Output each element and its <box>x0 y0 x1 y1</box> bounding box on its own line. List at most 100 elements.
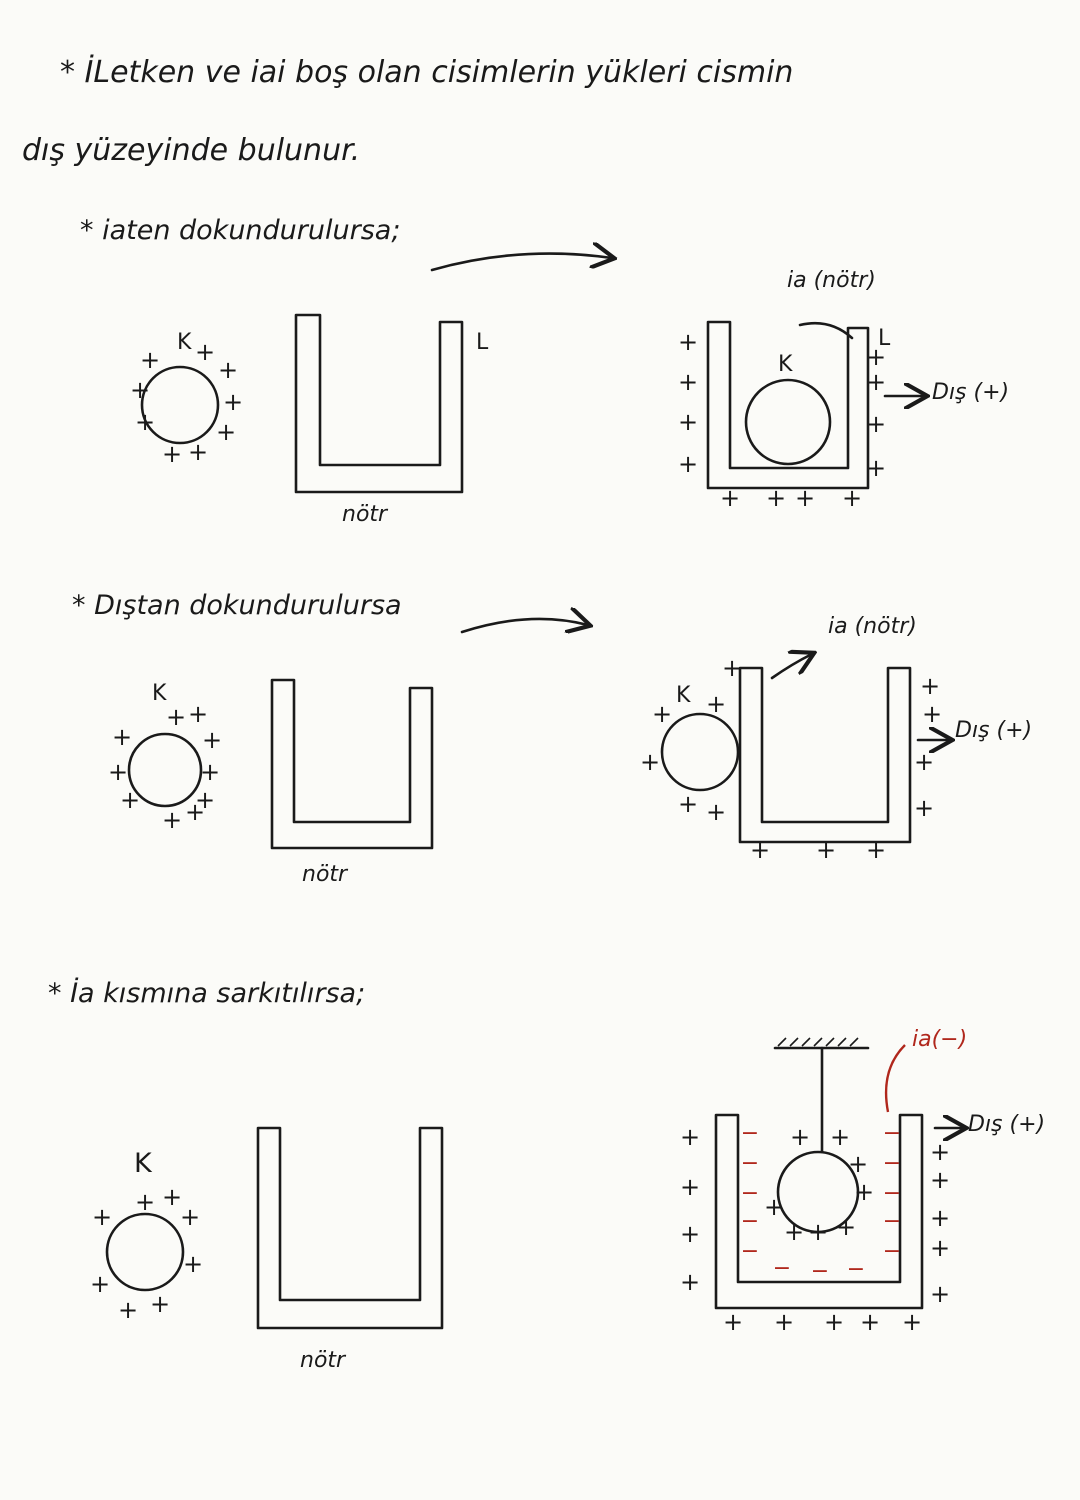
case3-before-charge: + <box>162 1183 182 1211</box>
case3-after-outer-plus: + <box>930 1138 950 1166</box>
case3-before-charge: + <box>118 1296 138 1324</box>
case2-arrow <box>460 619 588 632</box>
case2-before-neutral-label: nötr <box>302 862 348 887</box>
case2-after-charge: + <box>640 748 660 776</box>
case1-before-container-label: L <box>476 330 489 355</box>
case1-after-charge: + <box>866 410 886 438</box>
case3-before-sphere <box>105 1212 185 1292</box>
case1-arrow <box>430 254 612 272</box>
case1-before-sphere-label: K <box>177 330 192 355</box>
case3-after-outer-plus: + <box>930 1166 950 1194</box>
case3-before-charge: + <box>135 1188 155 1216</box>
case1-before-charge: + <box>135 408 155 436</box>
case3-after-inner-plus: + <box>808 1218 828 1246</box>
case3-title: * İa kısmına sarkıtılırsa; <box>48 978 366 1009</box>
case2-before-charge: + <box>200 758 220 786</box>
case2-after-charge: + <box>706 690 726 718</box>
case3-after-inner-minus: − <box>883 1151 901 1176</box>
case2-after-charge: + <box>722 654 742 682</box>
case2-before-sphere <box>127 732 203 808</box>
case3-before-charge: + <box>180 1203 200 1231</box>
case1-after-charge: + <box>678 450 698 478</box>
case3-after-inner-minus: − <box>741 1239 759 1264</box>
case3-after-inner-minus: − <box>883 1239 901 1264</box>
case3-after-inner-minus: − <box>741 1181 759 1206</box>
case2-after-charge: + <box>706 798 726 826</box>
case1-after-charge: + <box>866 368 886 396</box>
case2-before-charge: + <box>166 703 186 731</box>
case1-before-neutral-label: nötr <box>342 502 388 527</box>
case2-before-sphere-label: K <box>152 681 167 706</box>
case2-after-charge: + <box>866 836 886 864</box>
case3-before-neutral-label: nötr <box>300 1348 346 1373</box>
case3-after-inner-minus: − <box>811 1259 829 1284</box>
case3-after-inner-minus: − <box>883 1209 901 1234</box>
case1-after-outer-label: Dış (+) <box>932 380 1010 405</box>
case3-after-outer-plus: + <box>680 1268 700 1296</box>
case2-before-container <box>270 678 434 850</box>
case2-after-charge: + <box>914 794 934 822</box>
case2-after-charge: + <box>914 748 934 776</box>
case1-after-charge: + <box>842 484 862 512</box>
case2-after-sphere-label: K <box>676 683 691 708</box>
case3-inner-arrow <box>884 1044 906 1113</box>
case2-before-charge: + <box>202 726 222 754</box>
case3-after-sphere <box>776 1150 860 1234</box>
case1-before-charge: + <box>188 438 208 466</box>
heading-line-1: * İLetken ve iai boş olan cisimlerin yük… <box>60 55 794 90</box>
case3-after-inner-plus: + <box>836 1213 856 1241</box>
case1-before-charge: + <box>223 388 243 416</box>
case3-after-outer-plus: + <box>930 1234 950 1262</box>
case3-before-charge: + <box>90 1270 110 1298</box>
case3-after-inner-minus: − <box>883 1121 901 1146</box>
case2-after-outer-label: Dış (+) <box>955 718 1033 743</box>
case3-after-outer-plus: + <box>680 1123 700 1151</box>
case2-title: * Dıştan dokundurulursa <box>72 590 402 621</box>
case1-before-charge: + <box>195 338 215 366</box>
case2-after-container <box>738 666 912 844</box>
case2-after-charge: + <box>920 672 940 700</box>
case2-before-charge: + <box>188 700 208 728</box>
case1-after-sphere-label: K <box>778 352 793 377</box>
case1-after-container <box>706 320 870 490</box>
case3-before-charge: + <box>150 1290 170 1318</box>
case1-after-charge: + <box>766 484 786 512</box>
case1-after-charge: + <box>678 368 698 396</box>
case2-before-charge: + <box>185 798 205 826</box>
case1-after-container-label: L <box>878 326 891 351</box>
case3-after-outer-plus: + <box>824 1308 844 1336</box>
case2-before-charge: + <box>162 806 182 834</box>
case3-after-inner-plus: + <box>830 1123 850 1151</box>
case2-after-sphere <box>660 712 740 792</box>
case1-before-sphere <box>140 365 220 445</box>
case1-after-sphere <box>744 378 832 466</box>
case3-after-outer-plus: + <box>930 1204 950 1232</box>
case2-after-charge: + <box>816 836 836 864</box>
case3-after-outer-plus: + <box>774 1308 794 1336</box>
case1-after-inner-label: ia (nötr) <box>787 268 876 293</box>
case2-before-charge: + <box>108 758 128 786</box>
charges-layer: ++++++++++++++++++++++++++++++++++++++++… <box>90 328 950 1336</box>
case1-before-charge: + <box>216 418 236 446</box>
heading-line-2: dış yüzeyinde bulunur. <box>22 133 361 168</box>
case1-title: * iaten dokundurulursa; <box>80 215 401 246</box>
case1-after-charge: + <box>795 484 815 512</box>
case3-before-charge: + <box>92 1203 112 1231</box>
case3-ceiling-hatch <box>777 1037 859 1047</box>
case3-after-outer-plus: + <box>860 1308 880 1336</box>
case2-after-charge: + <box>750 836 770 864</box>
case2-after-inner-label: ia (nötr) <box>828 614 917 639</box>
case2-after-charge: + <box>652 700 672 728</box>
case1-before-charge: + <box>162 440 182 468</box>
case1-before-container <box>294 313 464 494</box>
case3-after-inner-plus: + <box>854 1178 874 1206</box>
case1-after-charge: + <box>866 454 886 482</box>
case2-after-inner-arrow <box>770 654 812 680</box>
case3-before-sphere-label: K <box>134 1148 152 1179</box>
case3-after-inner-plus: + <box>790 1123 810 1151</box>
case3-before-container <box>256 1126 444 1330</box>
case2-after-charge: + <box>678 790 698 818</box>
case3-after-inner-minus: − <box>883 1181 901 1206</box>
case3-after-outer-plus: + <box>930 1280 950 1308</box>
